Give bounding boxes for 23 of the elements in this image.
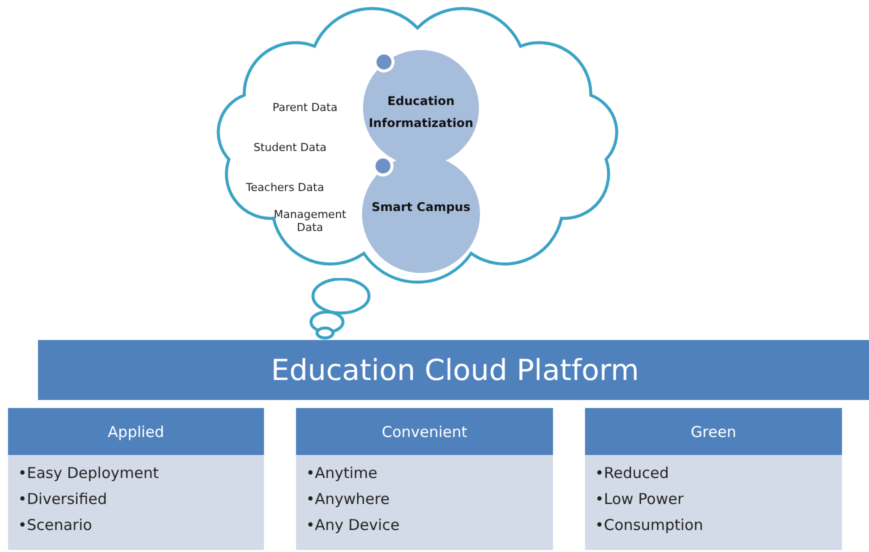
data-label: Management Data (272, 208, 348, 234)
feature-card (585, 408, 842, 550)
feature-card (296, 408, 553, 550)
circle-label: Smart Campus (370, 199, 472, 216)
bullet-item: •Consumption (595, 516, 704, 534)
bullet-item: •Scenario (18, 516, 92, 534)
bullet-item: •Diversified (18, 490, 108, 508)
card-title: Convenient (382, 422, 468, 440)
bullet-item: •Low Power (595, 490, 684, 508)
feature-card (8, 408, 264, 550)
data-label: Parent Data (272, 101, 338, 114)
data-label: Teachers Data (244, 181, 326, 194)
card-title: Applied (108, 422, 164, 440)
card-title: Green (690, 422, 736, 440)
bullet-item: •Reduced (595, 464, 669, 482)
data-label: Student Data (252, 141, 328, 154)
bullet-item: •Anytime (306, 464, 378, 482)
platform-banner (38, 340, 869, 400)
bullet-item: •Any Device (306, 516, 400, 534)
bullet-item: •Easy Deployment (18, 464, 159, 482)
banner-title: Education Cloud Platform (271, 353, 639, 387)
bullet-item: •Anywhere (306, 490, 390, 508)
circle-label: Education Informatization (368, 93, 474, 132)
